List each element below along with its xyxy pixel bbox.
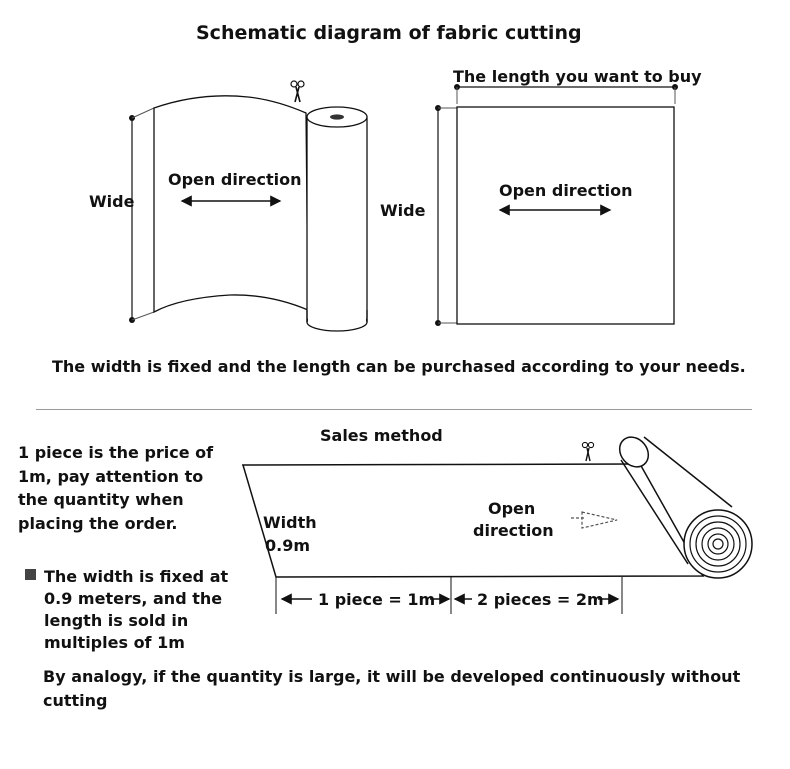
bullet-square-icon: [25, 569, 36, 580]
width-label-line1: Width: [263, 513, 317, 532]
flat-open-direction-label: Open direction: [499, 181, 633, 200]
piece2-label: 2 pieces = 2m: [477, 590, 604, 609]
open-direction-line2: direction: [473, 521, 554, 540]
flat-diagram: The length you want to buy Wide Open dir…: [380, 67, 702, 326]
roll-wide-label: Wide: [89, 192, 135, 211]
roll-diagram: Wide Open direction: [89, 80, 368, 332]
piece-tick-marks: [275, 577, 623, 614]
sales-method-heading: Sales method: [320, 426, 443, 445]
width-dimension-line: [129, 107, 155, 323]
wide-dimension-line: [435, 105, 457, 326]
scissors-icon: [290, 80, 305, 103]
length-label: The length you want to buy: [453, 67, 702, 86]
unrolled-fabric: [241, 463, 705, 578]
price-note: 1 piece is the price of 1m, pay attentio…: [18, 443, 214, 533]
section-divider: [36, 409, 752, 410]
sales-diagram: Width 0.9m Open direction 1 piece = 1m 2…: [241, 436, 753, 614]
fabric-sheet: [153, 95, 309, 314]
open-direction-line1: Open: [488, 499, 535, 518]
top-caption: The width is fixed and the length can be…: [52, 357, 746, 376]
piece1-label: 1 piece = 1m: [318, 590, 435, 609]
bottom-note: By analogy, if the quantity is large, it…: [43, 667, 741, 710]
scissors-icon: [581, 441, 595, 462]
length-dimension-line: [454, 84, 678, 104]
width-fixed-note: The width is fixed at 0.9 meters, and th…: [44, 567, 229, 652]
large-fabric-roll: [618, 436, 753, 579]
diagram-title: Schematic diagram of fabric cutting: [196, 22, 582, 44]
width-label-line2: 0.9m: [265, 536, 310, 555]
dashed-direction-arrow: [571, 511, 618, 529]
roll-open-direction-label: Open direction: [168, 170, 302, 189]
flat-wide-label: Wide: [380, 201, 426, 220]
fabric-roll: [306, 106, 368, 332]
fabric-piece: [456, 106, 675, 325]
